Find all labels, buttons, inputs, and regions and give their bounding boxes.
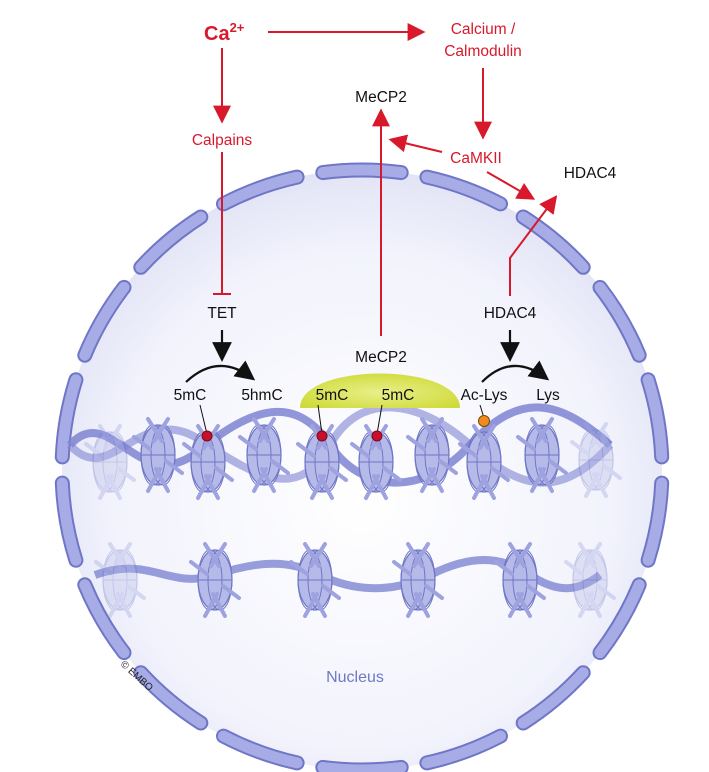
nuclear-envelope-inner [56, 164, 668, 772]
envelope-segment [56, 374, 82, 463]
mark-5hmc: 5hmC [241, 387, 282, 404]
envelope-segment [135, 667, 207, 729]
envelope-segment [594, 281, 645, 361]
node-camkii: CaMKII [450, 150, 502, 167]
envelope-segment [79, 281, 130, 361]
node-tet: TET [207, 305, 237, 322]
envelope-segment [517, 211, 589, 273]
node-hdac4-inner: HDAC4 [484, 305, 537, 322]
acetyl-dot [478, 415, 490, 427]
envelope-segment [642, 477, 668, 566]
mark-5mc-center-b: 5mC [382, 387, 415, 404]
envelope-segment [421, 171, 506, 210]
methyl-dot [371, 430, 383, 442]
node-mecp2-bound: MeCP2 [355, 349, 407, 366]
node-calpains: Calpains [192, 132, 253, 149]
envelope-segment [642, 374, 668, 463]
mark-5mc-center-a: 5mC [316, 387, 349, 404]
envelope-segment [218, 730, 303, 769]
envelope-segment [135, 211, 207, 273]
methyl-dot [201, 430, 213, 442]
label-nucleus: Nucleus [326, 669, 384, 686]
arrow-camkii-to-hdac4 [486, 171, 536, 200]
node-hdac4-outer: HDAC4 [564, 165, 617, 182]
node-ca: Ca2+ [204, 20, 245, 45]
envelope-segment [421, 730, 506, 769]
methyl-marks [199, 404, 490, 442]
envelope-segment [517, 667, 589, 729]
envelope-segment [594, 579, 645, 659]
signaling-arrows [213, 23, 558, 336]
envelope-segment [56, 477, 82, 566]
mark-ac-lys: Ac-Lys [461, 387, 508, 404]
envelope-segment [317, 761, 407, 772]
arrow-camkii-to-mecp2 [388, 134, 443, 153]
mecp2-blob [300, 373, 460, 408]
node-mecp2-top: MeCP2 [355, 89, 407, 106]
envelope-segment [218, 171, 303, 210]
methyl-dot [316, 430, 328, 442]
envelope-segment [317, 164, 407, 179]
envelope-segment [79, 579, 130, 659]
arrow-5mc-to-5hmc [185, 360, 256, 383]
node-calcium-calmodulin-line2: Calmodulin [444, 43, 522, 60]
mark-5mc-left: 5mC [174, 387, 207, 404]
arrow-hdac4-export [509, 195, 558, 296]
reaction-arrows [185, 330, 550, 383]
mark-lys: Lys [536, 387, 560, 404]
arrow-aclys-to-lys [481, 360, 550, 383]
node-calcium-calmodulin-line1: Calcium / [451, 21, 516, 38]
